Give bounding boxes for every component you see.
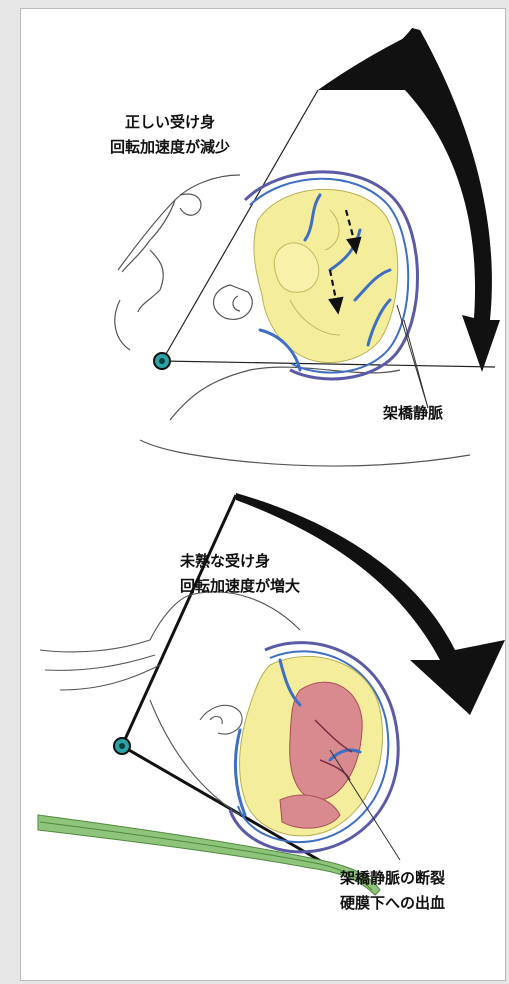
bottom-caption-line1: 未熟な受け身 [180, 549, 300, 574]
bottom-angle-line-upper [122, 495, 236, 746]
top-caption-line1: 正しい受け身 [110, 110, 230, 135]
bottom-injury-line1: 架橋静脈の断裂 [340, 866, 445, 891]
bottom-injury-label: 架橋静脈の断裂 硬膜下への出血 [340, 866, 445, 916]
top-caption: 正しい受け身 回転加速度が減少 [110, 110, 230, 160]
bottom-caption: 未熟な受け身 回転加速度が増大 [180, 549, 300, 599]
top-vein-label: 架橋静脈 [383, 401, 443, 426]
bottom-injury-line2: 硬膜下への出血 [340, 891, 445, 916]
bottom-caption-line2: 回転加速度が増大 [180, 574, 300, 599]
top-vein-leader-2 [404, 320, 428, 408]
top-caption-line2: 回転加速度が減少 [110, 135, 230, 160]
